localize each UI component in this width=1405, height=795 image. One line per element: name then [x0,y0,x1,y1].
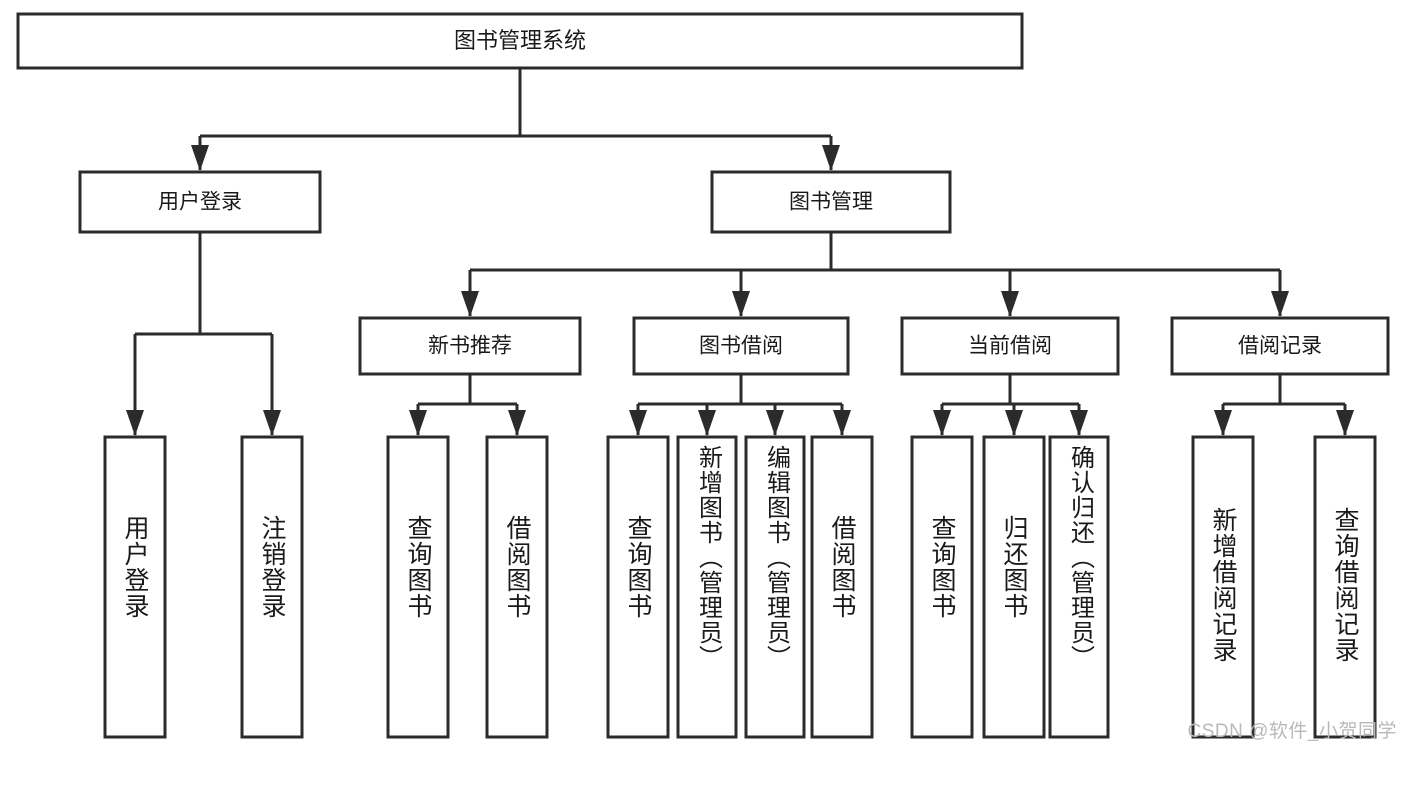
node-box-outline [900,316,1120,376]
arrow-head [1336,410,1354,436]
node-level3-图书借阅[interactable]: 图书借阅 [632,316,850,376]
node-box-outline [358,316,582,376]
connector-layer [126,68,1354,436]
arrow-head [409,410,427,436]
node-box-outline [810,435,874,739]
arrow-head [508,410,526,436]
node-leaf-确认归还（管理员）[interactable] [1048,435,1110,739]
node-label: 用户登录 [158,191,242,214]
arrow-head [1001,291,1019,317]
node-box-outline [676,435,738,739]
node-label: 新书推荐 [428,335,512,358]
arrow-head [822,145,840,171]
arrow-head [263,410,281,436]
watermark-text: CSDN @软件_小贺同学 [1187,721,1397,742]
arrow-head [126,410,144,436]
node-box-outline [710,170,952,234]
node-leaf-借阅图书[interactable] [485,435,549,739]
arrow-head [833,410,851,436]
node-level3-借阅记录[interactable]: 借阅记录 [1170,316,1390,376]
node-label: 当前借阅 [968,335,1052,358]
node-root-图书管理系统[interactable]: 图书管理系统 [16,12,1024,70]
node-level2-图书管理[interactable]: 图书管理 [710,170,952,234]
node-level3-新书推荐[interactable]: 新书推荐 [358,316,582,376]
arrow-head [1005,410,1023,436]
arrow-head [732,291,750,317]
diagram-root: 图书管理系统用户登录图书管理新书推荐图书借阅当前借阅借阅记录 用户登录注销登录查… [16,12,1397,742]
node-leaf-查询借阅记录[interactable] [1313,435,1377,739]
node-box-outline [240,435,304,739]
node-leaf-借阅图书[interactable] [810,435,874,739]
node-box-outline [744,435,806,739]
node-box-outline [16,12,1024,70]
node-box-outline [606,435,670,739]
arrow-head [698,410,716,436]
arrow-head [191,145,209,171]
node-label: 图书管理 [789,191,873,214]
arrow-head [1070,410,1088,436]
node-box-outline [1048,435,1110,739]
arrow-head [766,410,784,436]
node-leaf-新增借阅记录[interactable] [1191,435,1255,739]
node-box-outline [103,435,167,739]
node-leaf-注销登录[interactable] [240,435,304,739]
node-box-outline [982,435,1046,739]
node-leaf-新增图书（管理员）[interactable] [676,435,738,739]
node-box-outline [1191,435,1255,739]
node-leaf-用户登录[interactable] [103,435,167,739]
node-leaf-查询图书[interactable] [910,435,974,739]
node-leaf-查询图书[interactable] [606,435,670,739]
node-box-outline [1170,316,1390,376]
arrow-head [1271,291,1289,317]
arrow-head [629,410,647,436]
node-label: 图书管理系统 [454,28,586,53]
arrow-head [1214,410,1232,436]
node-leaf-归还图书[interactable] [982,435,1046,739]
arrow-head [461,291,479,317]
node-box-outline [632,316,850,376]
node-box-outline [1313,435,1377,739]
node-box-outline [485,435,549,739]
node-label: 借阅记录 [1238,335,1322,358]
node-leaf-查询图书[interactable] [386,435,450,739]
node-box-outline [910,435,974,739]
node-level2-用户登录[interactable]: 用户登录 [78,170,322,234]
node-box-outline [78,170,322,234]
node-leaf-编辑图书（管理员）[interactable] [744,435,806,739]
node-box-outline [386,435,450,739]
node-level3-当前借阅[interactable]: 当前借阅 [900,316,1120,376]
node-label: 图书借阅 [699,335,783,358]
arrow-head [933,410,951,436]
